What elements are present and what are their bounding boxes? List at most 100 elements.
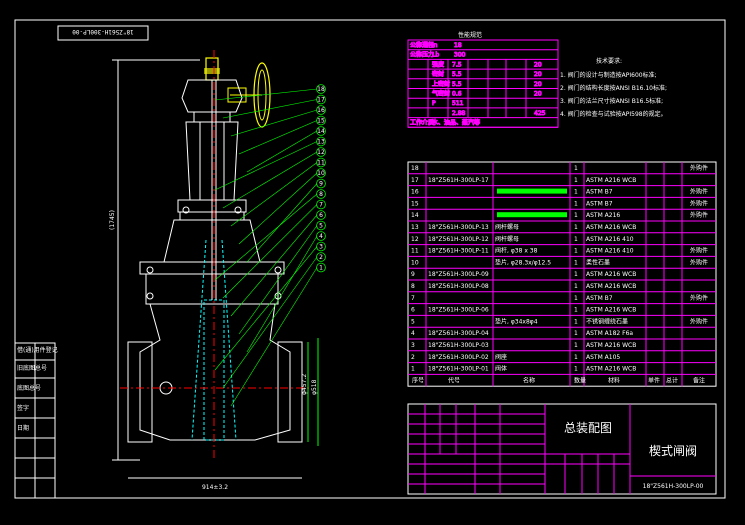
balloon-leader	[230, 109, 318, 137]
part-code: 18"Z561H-300LP-03	[428, 342, 489, 349]
balloon	[316, 178, 326, 189]
part-material: ASTM A216 WCB	[586, 283, 636, 290]
part-name: 阀杆螺母	[495, 223, 519, 231]
balloon	[316, 231, 326, 241]
balloon-leader	[230, 214, 318, 317]
drawing-code: 18"Z561H-300LP-00	[643, 483, 704, 490]
balloon-label: 4	[319, 233, 323, 240]
length-dimension: 914±3.2	[202, 484, 228, 491]
height-dimension: (1745)	[109, 210, 116, 230]
part-material: ASTM A216 410	[586, 248, 634, 255]
balloon-label: 12	[317, 149, 325, 156]
diameter-518: φ518	[311, 379, 318, 395]
balloon-label: 11	[317, 160, 325, 167]
perf-cell: in	[432, 42, 438, 49]
balloon-label: 14	[317, 128, 325, 135]
balloon-label: 3	[319, 244, 323, 251]
perf-cell: 300	[454, 52, 466, 59]
balloon-leader	[222, 99, 318, 119]
tech-item: 2. 阀门的结构长度按ANSI B16.10标准;	[560, 84, 667, 92]
balloon-leader	[214, 246, 318, 371]
balloon	[316, 252, 326, 262]
part-no: 17	[411, 177, 419, 184]
balloon-leader	[214, 141, 318, 191]
balloon-label: 5	[319, 223, 323, 230]
balloon-leader	[214, 193, 318, 281]
part-no: 10	[411, 259, 419, 266]
balloon-label: 18	[317, 86, 325, 93]
performance-heading: 性能规范	[458, 31, 482, 39]
part-note: 外购件	[690, 258, 708, 266]
part-name: 垫片, φ34x8φ4	[495, 317, 538, 325]
tech-item: 4. 阀门的检查与试验按API598的规定。	[560, 110, 667, 118]
rotated-code: 18"Z561H-300LP-00	[72, 28, 134, 35]
part-no: 12	[411, 236, 419, 243]
part-qty: 1	[574, 248, 578, 255]
perf-cell: 0.6	[452, 91, 462, 98]
balloon-label: 16	[317, 107, 325, 114]
stamp-label: 底图总号	[17, 384, 41, 392]
part-qty: 1	[574, 330, 578, 337]
parts-header-cell: 备注	[693, 376, 705, 384]
balloon	[316, 115, 326, 126]
part-no: 13	[411, 224, 419, 231]
balloon-leader	[230, 162, 318, 227]
part-no: 2	[411, 354, 415, 361]
part-material: ASTM B7	[586, 295, 613, 302]
perf-cell: 20	[534, 61, 542, 68]
part-no: 1	[411, 366, 415, 373]
perf-cell: 水、油品、蒸汽等	[432, 119, 480, 127]
part-code: 18"Z561H-300LP-08	[428, 283, 489, 290]
balloon	[316, 241, 326, 252]
part-note: 外购件	[690, 317, 708, 325]
perf-cell: 2.88	[452, 110, 466, 117]
title-block: 总装配图 楔式闸阀 18"Z561H-300LP-00	[407, 403, 717, 495]
part-no: 7	[411, 295, 415, 302]
balloon	[316, 157, 326, 168]
perf-cell: 511	[452, 100, 464, 107]
part-material: ASTM A216 WCB	[586, 224, 636, 231]
part-code: 18"Z561H-300LP-17	[428, 177, 489, 184]
balloon	[316, 210, 326, 220]
parts-header-cell: 代号	[448, 376, 460, 384]
part-name: 阀杆, φ38 x 38	[495, 247, 538, 255]
part-no: 6	[411, 307, 415, 314]
balloon-label: 2	[319, 254, 323, 261]
part-no: 11	[411, 248, 419, 255]
part-note: 外购件	[690, 164, 708, 172]
parts-header-cell: 数量	[574, 376, 586, 384]
part-no: 9	[411, 271, 415, 278]
part-material: ASTM B7	[586, 200, 613, 207]
diameter-457: φ457.2	[301, 374, 308, 395]
perf-cell: 密封	[432, 70, 444, 78]
perf-cell: 425	[534, 110, 546, 117]
part-code: 18"Z561H-300LP-09	[428, 271, 489, 278]
part-name: 阀体	[495, 365, 507, 373]
balloon	[316, 105, 326, 115]
perf-cell: 公称压力	[410, 51, 434, 59]
balloon	[316, 94, 326, 105]
part-qty: 1	[574, 307, 578, 314]
part-material: ASTM A216 WCB	[586, 271, 636, 278]
perf-cell: 气密封	[432, 90, 450, 98]
balloon-label: 17	[317, 97, 325, 104]
part-qty: 1	[574, 283, 578, 290]
rotated-code-box	[57, 25, 149, 41]
balloon	[316, 84, 326, 94]
balloon-label: 10	[317, 170, 325, 177]
perf-cell: 20	[534, 91, 542, 98]
parts-header-cell: 序号	[412, 376, 424, 384]
